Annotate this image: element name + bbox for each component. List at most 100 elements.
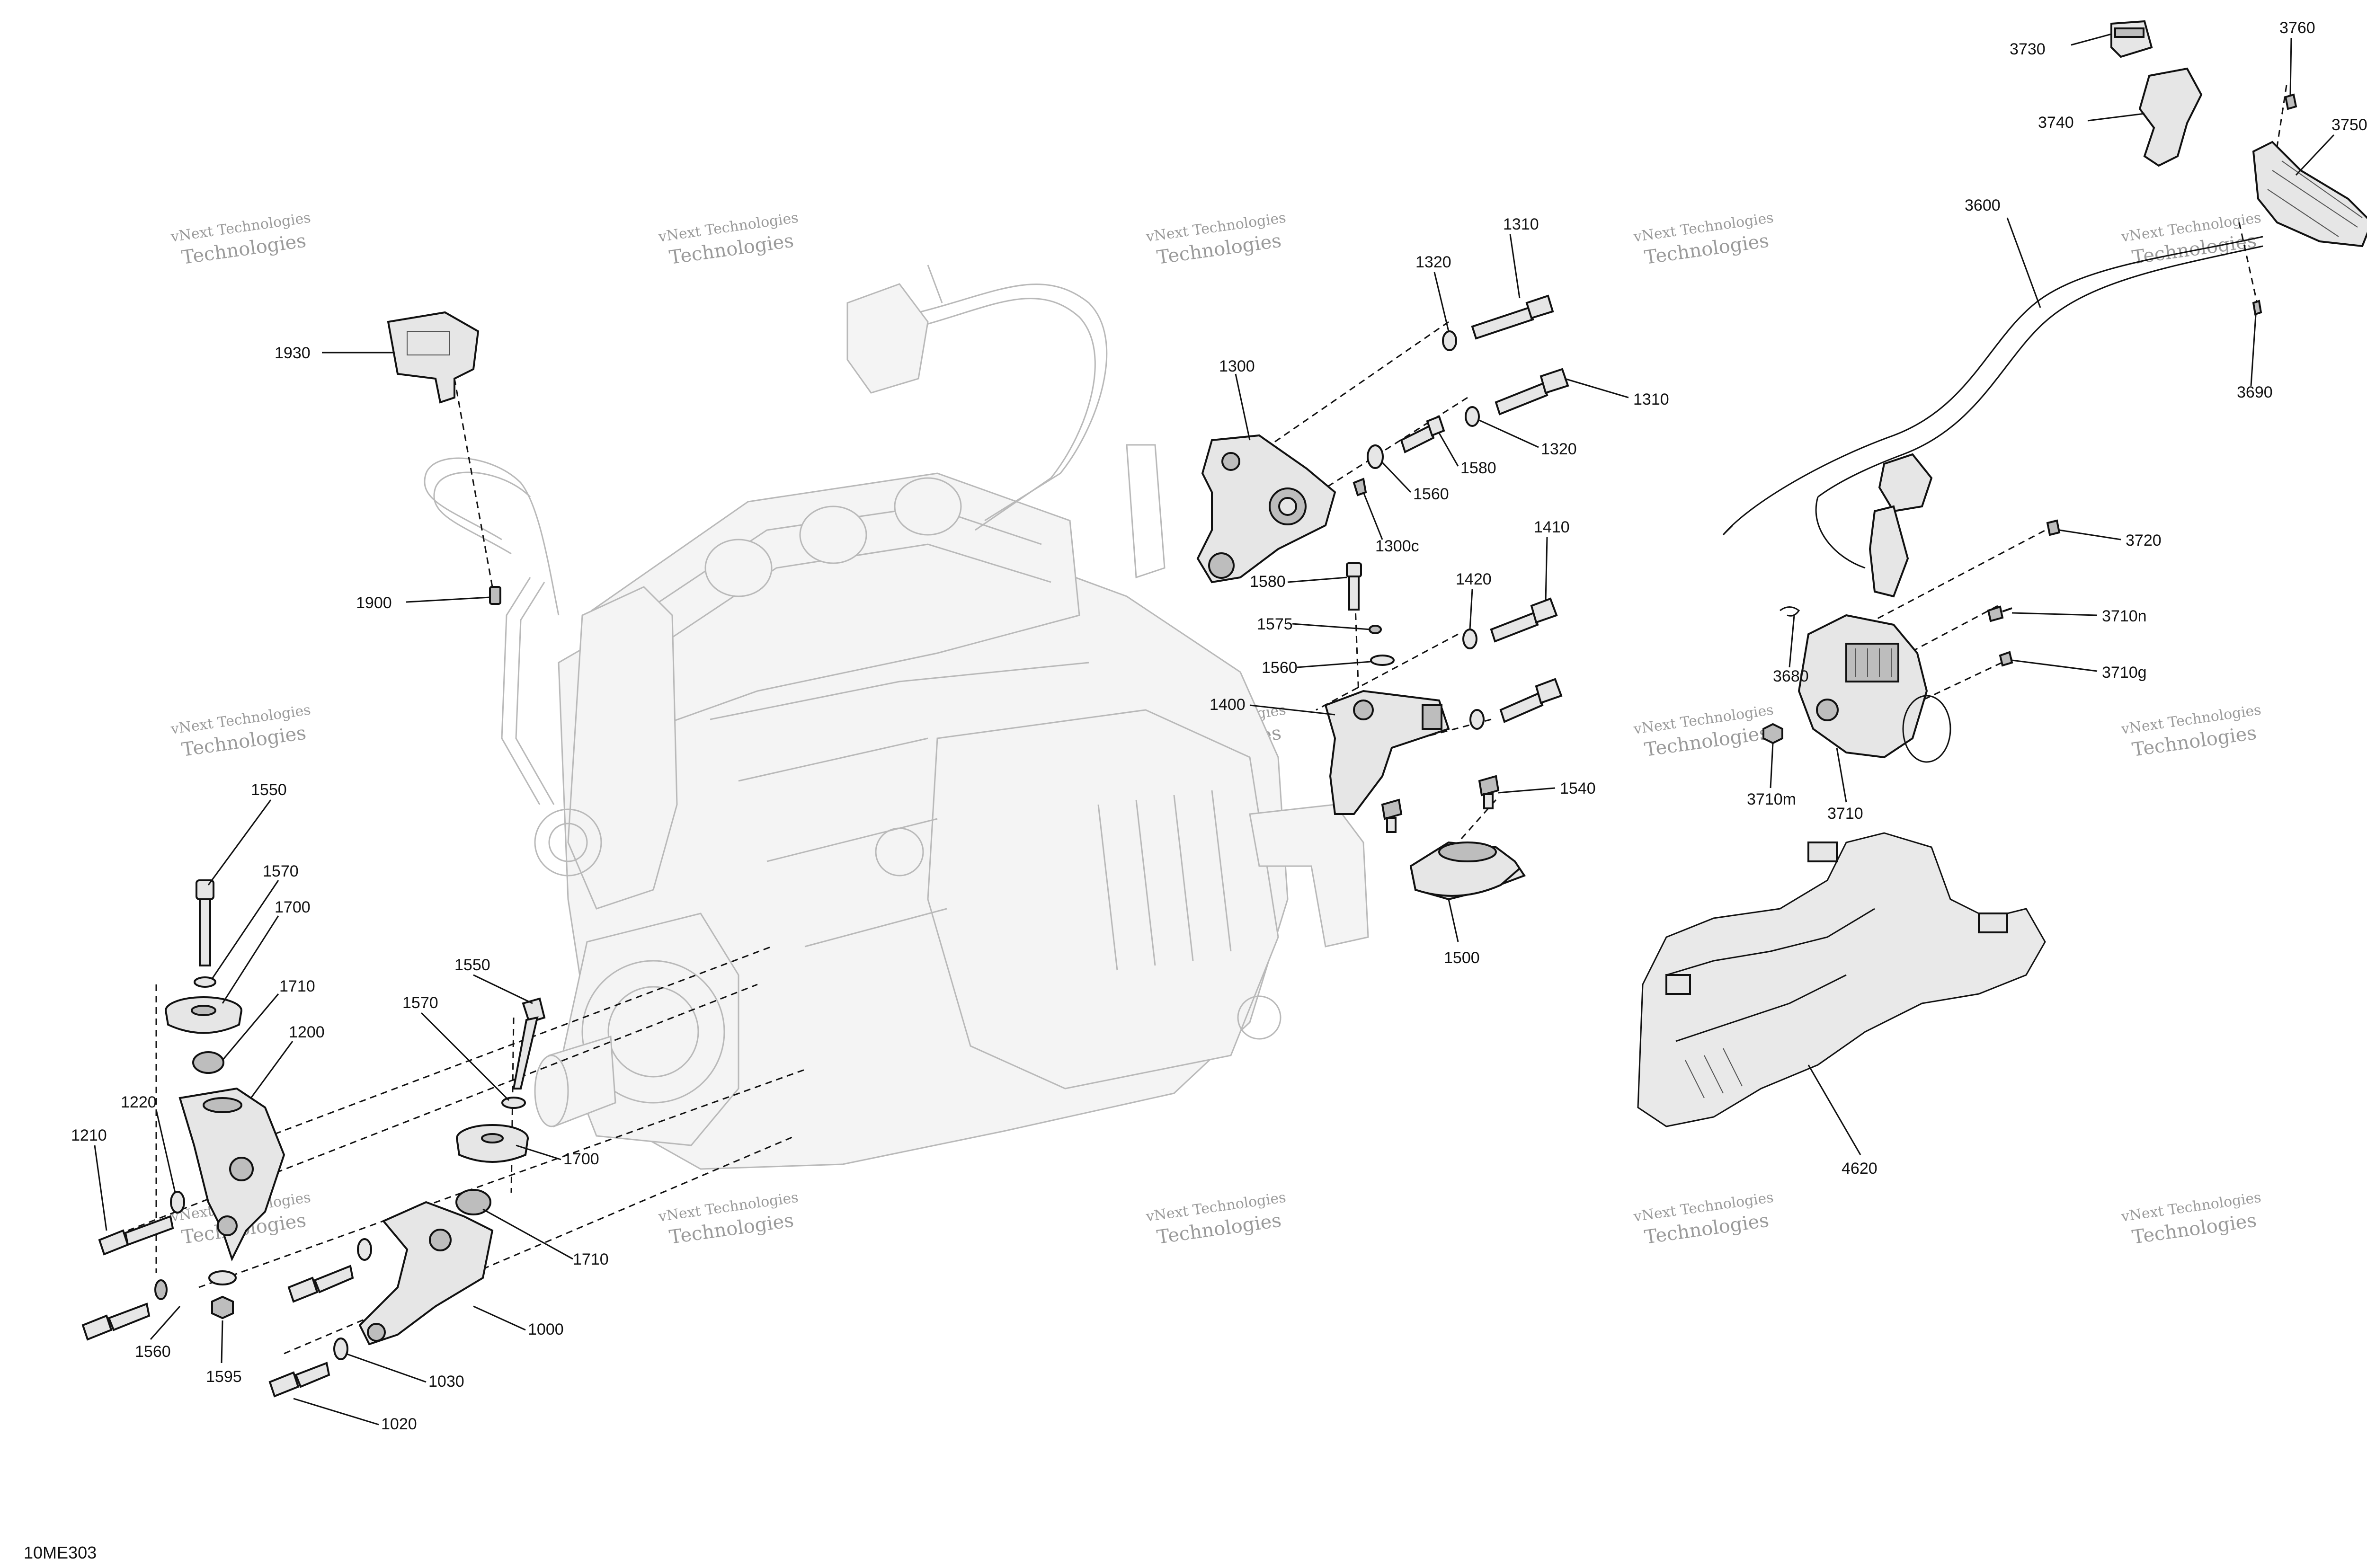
part-3730-connector bbox=[2110, 20, 2153, 58]
callout-1900: 1900 bbox=[356, 594, 392, 612]
part-1560-washer-c bbox=[1370, 655, 1395, 666]
callout-4620: 4620 bbox=[1842, 1160, 1878, 1178]
callout-1550: 1550 bbox=[251, 781, 287, 799]
diagram-code: 10ME303 bbox=[24, 1543, 97, 1562]
part-1595-nut bbox=[208, 1270, 237, 1320]
callout-1310: 1310 bbox=[1633, 390, 1669, 408]
callout-1300: 1300 bbox=[1219, 357, 1255, 375]
part-1550-bolt-left bbox=[196, 879, 214, 966]
engine-assembly-outline bbox=[424, 265, 1369, 1170]
part-3720-screw bbox=[2046, 519, 2061, 536]
callout-1570: 1570 bbox=[402, 994, 438, 1012]
part-1710-bushing-left bbox=[192, 1051, 224, 1074]
part-1020-bolt bbox=[268, 1265, 354, 1398]
part-1210-bolt bbox=[98, 1215, 174, 1256]
callout-1030: 1030 bbox=[428, 1373, 464, 1391]
callout-1580: 1580 bbox=[1250, 573, 1286, 591]
callout-1320: 1320 bbox=[1415, 253, 1451, 271]
part-1220-washer bbox=[170, 1191, 185, 1214]
callout-3760: 3760 bbox=[2279, 19, 2315, 37]
part-1570-washer-left bbox=[194, 976, 216, 988]
part-3680-clip bbox=[1780, 606, 1800, 617]
callout-labels: 1930 1900 1550 1570 1700 1710 1200 1220 … bbox=[71, 19, 2367, 1433]
part-1560-washer-b bbox=[1367, 444, 1384, 469]
part-1900-screw bbox=[489, 586, 501, 605]
part-1580-bolt-a bbox=[1400, 415, 1445, 453]
part-1410-bolt bbox=[1490, 597, 1563, 723]
callout-1700: 1700 bbox=[563, 1150, 599, 1168]
part-1300-bracket bbox=[1196, 434, 1336, 584]
callout-1570: 1570 bbox=[263, 862, 299, 880]
part-3690-clip bbox=[2252, 300, 2262, 316]
callout-1710: 1710 bbox=[573, 1250, 609, 1268]
callout-1500: 1500 bbox=[1444, 949, 1480, 967]
callout-leader-lines bbox=[94, 33, 2335, 1426]
part-1200-mount-bracket bbox=[178, 1087, 285, 1262]
part-1710-bushing-center bbox=[455, 1189, 491, 1215]
callout-3710g: 3710g bbox=[2102, 664, 2147, 682]
part-1500-cushion bbox=[1409, 841, 1526, 901]
callout-1540: 1540 bbox=[1560, 780, 1596, 797]
callout-3720: 3720 bbox=[2126, 532, 2162, 549]
part-1930-bracket bbox=[387, 311, 480, 404]
part-3750-guard bbox=[2252, 141, 2367, 248]
part-3710-controller bbox=[1797, 614, 1951, 763]
callout-1210: 1210 bbox=[71, 1126, 107, 1144]
callout-1200: 1200 bbox=[289, 1023, 325, 1041]
part-1420-washer bbox=[1462, 629, 1485, 730]
callout-1420: 1420 bbox=[1456, 570, 1492, 588]
callout-3750: 3750 bbox=[2331, 116, 2367, 134]
part-3710g-screw bbox=[1999, 651, 2013, 667]
part-1580-bolt-b bbox=[1346, 562, 1362, 611]
callout-1710: 1710 bbox=[279, 977, 315, 995]
callout-1595: 1595 bbox=[206, 1368, 242, 1386]
part-1320-washer-b bbox=[1465, 406, 1480, 427]
part-1540-screw bbox=[1381, 775, 1500, 833]
part-3600-wire-harness bbox=[1722, 236, 2263, 598]
callout-1560: 1560 bbox=[1413, 485, 1449, 503]
part-1320-washer-a bbox=[1442, 330, 1457, 351]
callout-3600: 3600 bbox=[1965, 196, 2001, 214]
part-4620-air-box-assembly bbox=[1637, 832, 2046, 1127]
part-1310-bolt-b bbox=[1495, 368, 1569, 416]
part-1700-cushion-center bbox=[456, 1124, 529, 1163]
part-1550-bolt-center bbox=[512, 997, 546, 1090]
callout-3690: 3690 bbox=[2237, 383, 2273, 401]
callout-1300c: 1300c bbox=[1375, 537, 1419, 555]
part-1700-cushion-left bbox=[165, 996, 242, 1034]
callout-1575: 1575 bbox=[1257, 615, 1293, 633]
callout-1220: 1220 bbox=[121, 1093, 157, 1111]
part-1030-washer bbox=[333, 1238, 372, 1360]
callout-1930: 1930 bbox=[275, 344, 311, 362]
part-1560-bolt-left bbox=[81, 1279, 168, 1341]
callout-1700: 1700 bbox=[275, 898, 311, 916]
part-3710n-screw bbox=[1987, 605, 2012, 622]
callout-3740: 3740 bbox=[2038, 114, 2074, 132]
part-3760-screw bbox=[2284, 93, 2297, 110]
callout-1400: 1400 bbox=[1210, 696, 1246, 714]
part-1300c-screw bbox=[1353, 478, 1367, 496]
callout-1310: 1310 bbox=[1503, 215, 1539, 233]
part-1000-mount-bracket bbox=[358, 1201, 494, 1346]
part-1570-washer-center bbox=[501, 1097, 526, 1109]
part-3740-bracket bbox=[2138, 67, 2203, 167]
callout-1560: 1560 bbox=[1262, 659, 1298, 677]
callout-1560: 1560 bbox=[135, 1343, 171, 1361]
callout-1410: 1410 bbox=[1534, 518, 1570, 536]
part-3710m-nut bbox=[1762, 723, 1783, 744]
callout-3680: 3680 bbox=[1773, 667, 1809, 685]
part-1575-clip bbox=[1369, 625, 1382, 634]
callout-3710: 3710 bbox=[1827, 805, 1863, 823]
